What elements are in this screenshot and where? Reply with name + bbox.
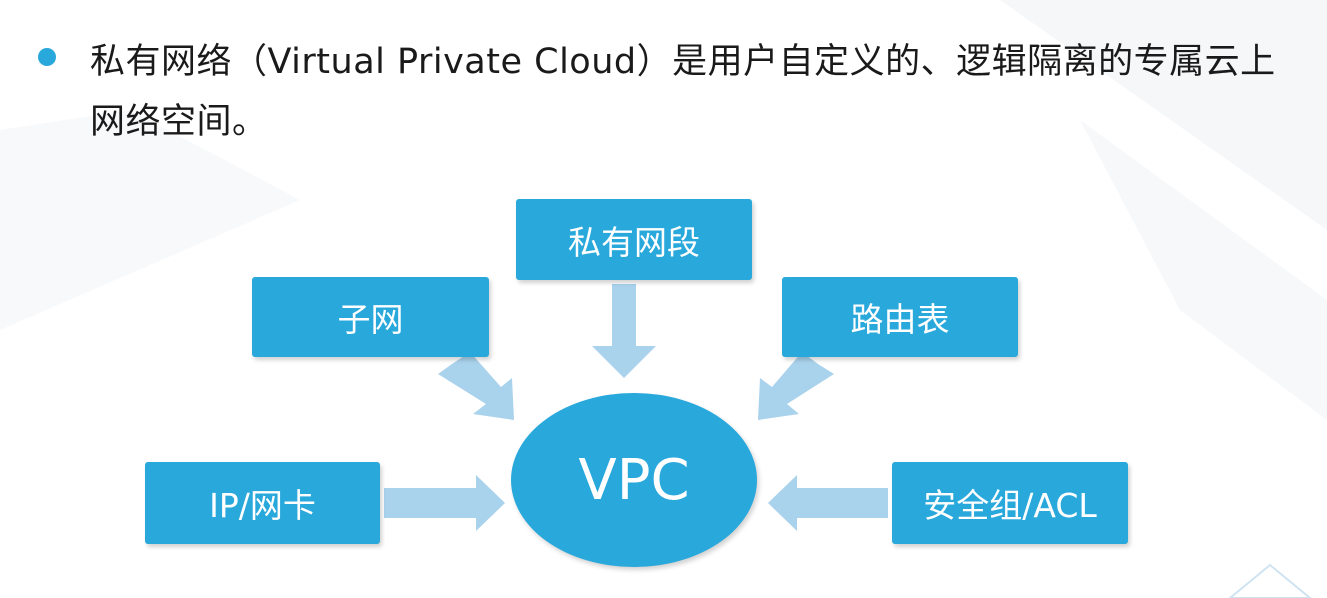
page-heading: 私有网络（Virtual Private Cloud）是用户自定义的、逻辑隔离的…	[90, 42, 1276, 142]
private-segment-node: 私有网段	[516, 199, 752, 280]
route-table-node: 路由表	[782, 277, 1018, 357]
security-group-acl-node: 安全组/ACL	[892, 462, 1128, 544]
subnet-node: 子网	[252, 277, 489, 357]
bullet-icon	[38, 48, 56, 66]
ip-nic-node: IP/网卡	[145, 462, 380, 544]
vpc-center-node: VPC	[511, 393, 757, 567]
